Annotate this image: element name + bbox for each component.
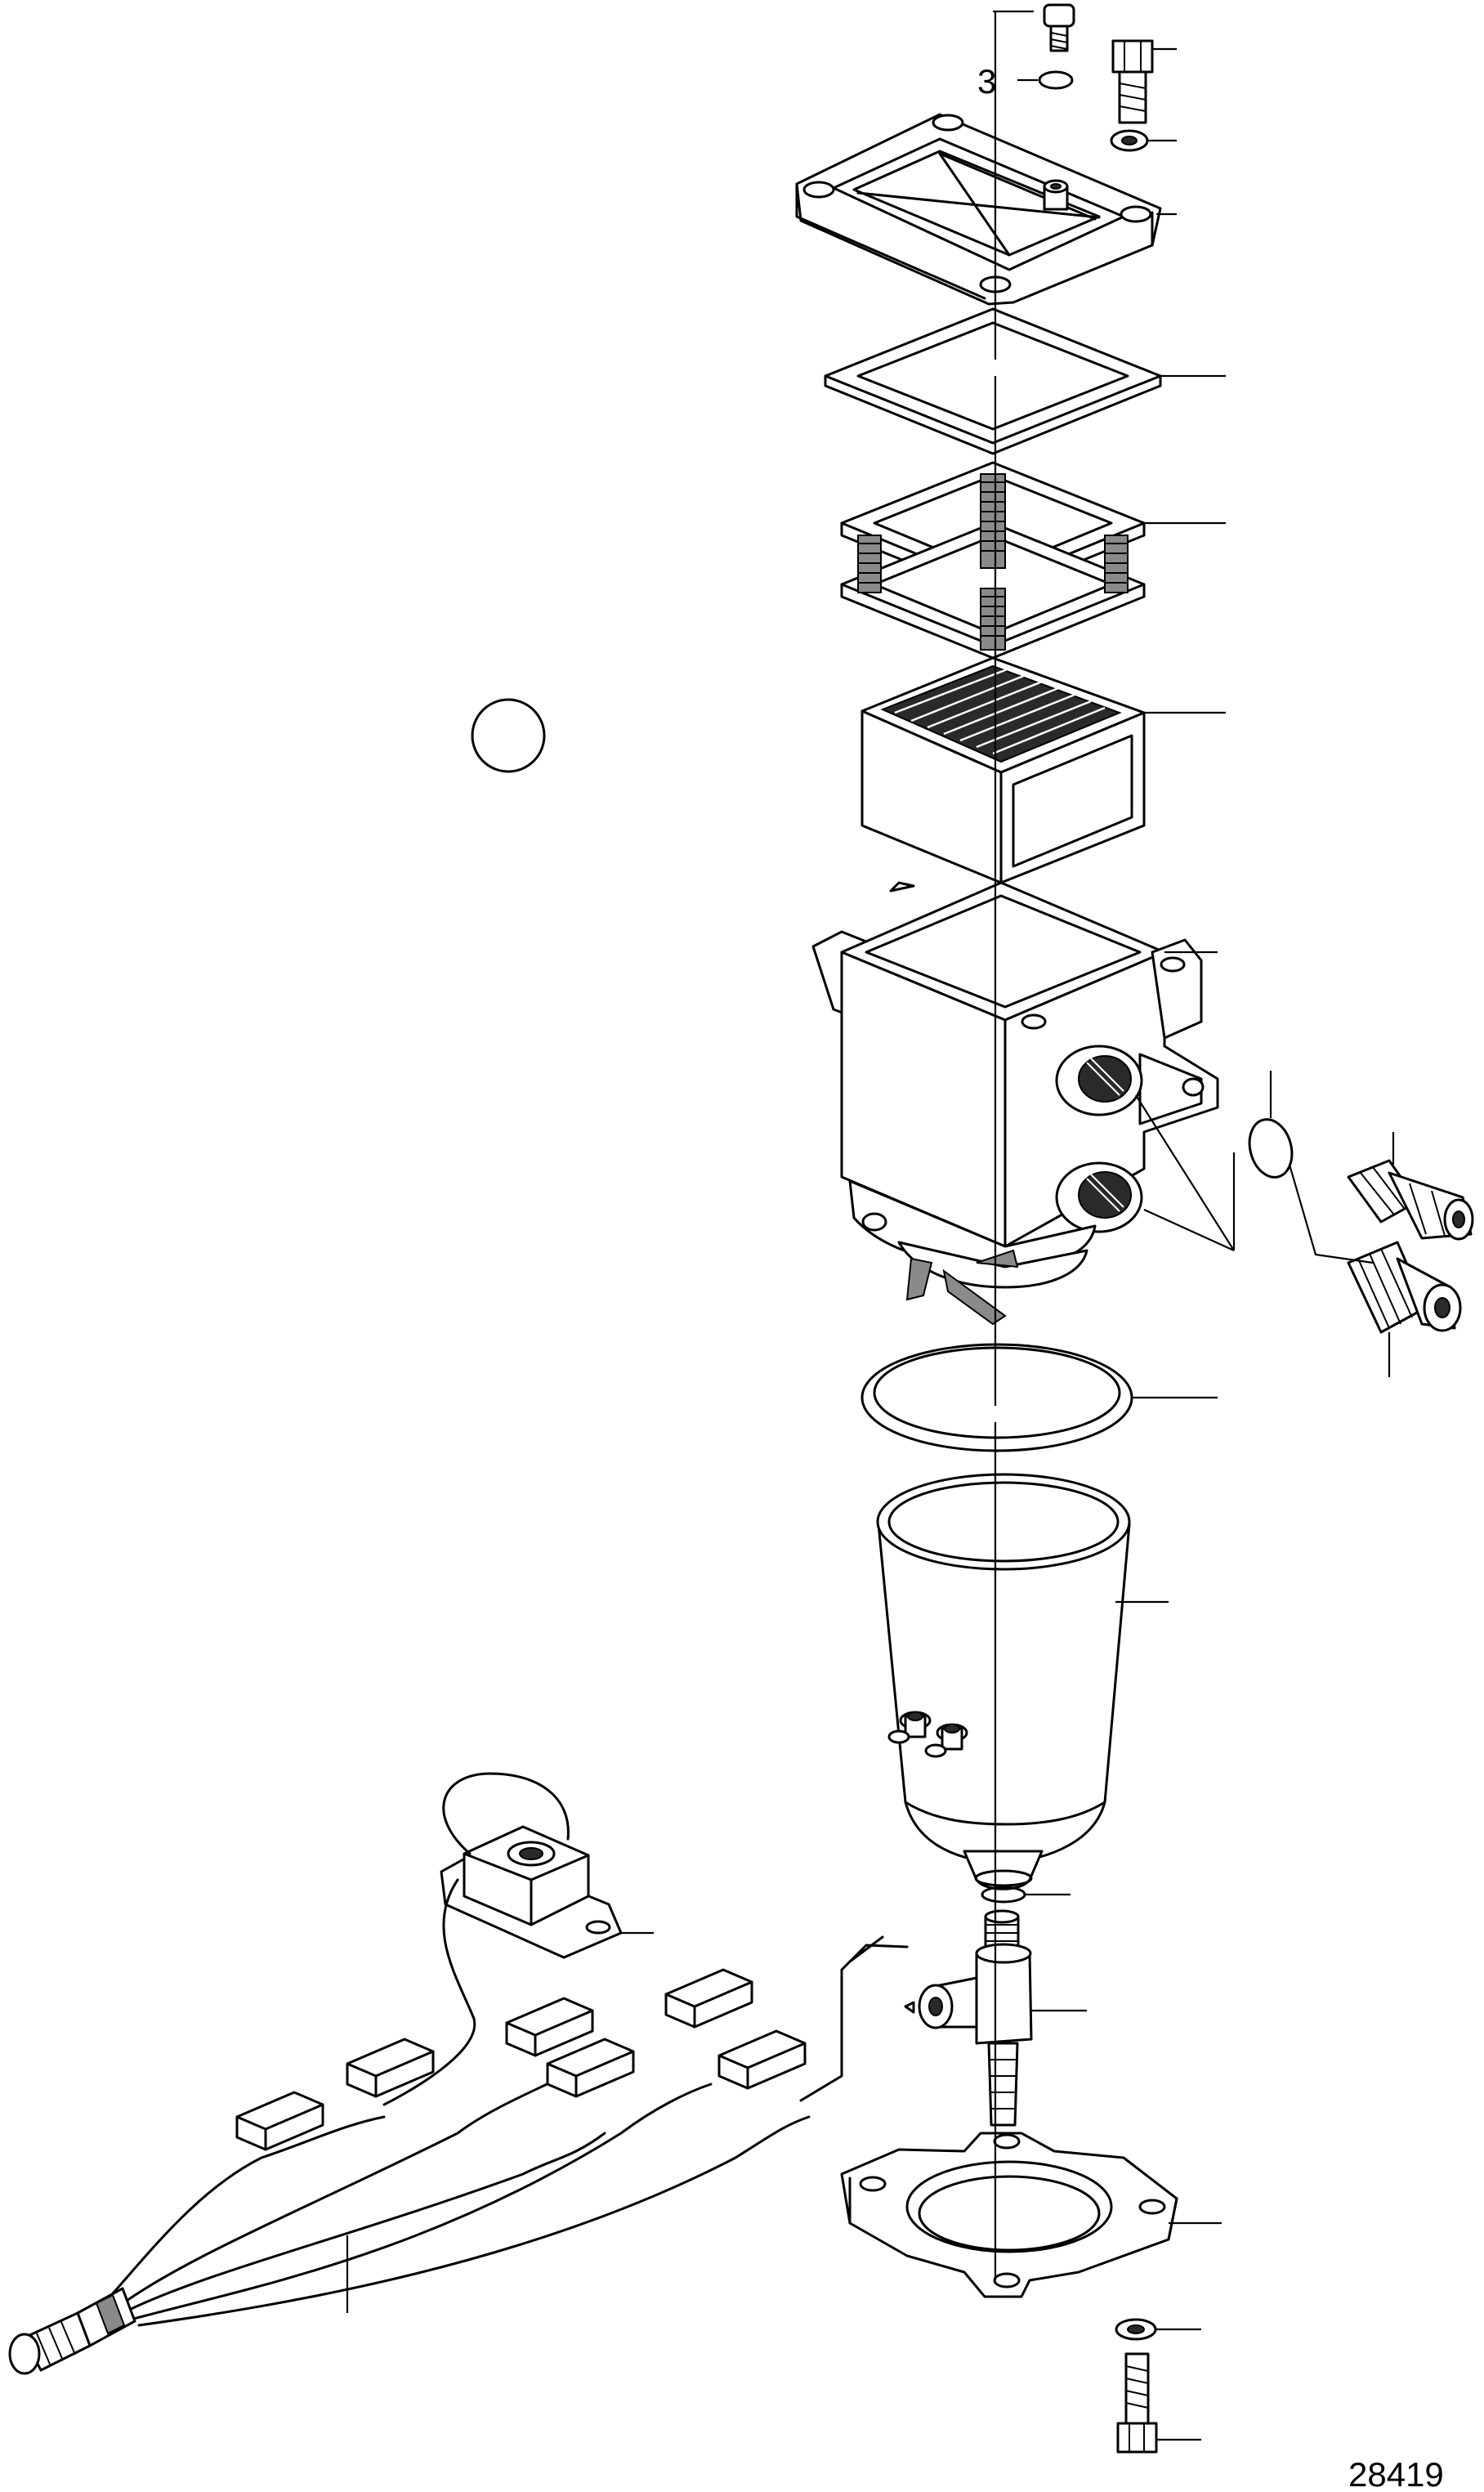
cover-screw	[1043, 3, 1075, 52]
bowl-o-ring	[860, 1343, 1133, 1452]
spring	[980, 588, 1006, 651]
small-o-ring	[1038, 70, 1074, 90]
bottom-washer	[1115, 2318, 1157, 2341]
filter-housing	[811, 881, 1219, 1326]
filter-pleats	[880, 664, 1122, 763]
figure-number: 28419	[1348, 2455, 1444, 2492]
separator-bowl	[876, 1473, 1131, 1890]
spring	[857, 535, 882, 593]
spring-retainer	[840, 461, 1146, 660]
drain-blades	[905, 1249, 1019, 1326]
water-sensor-unit	[440, 1825, 623, 1959]
bottom-bolt	[1116, 2352, 1158, 2454]
hex-bolt	[1111, 39, 1154, 124]
drain-valve	[904, 1909, 1033, 2127]
cover-gasket	[824, 307, 1162, 455]
spring	[1104, 535, 1129, 593]
spring	[980, 473, 1006, 569]
outlet-port	[1055, 1161, 1143, 1233]
filter-element	[860, 656, 1146, 884]
washer	[1110, 129, 1149, 152]
hose-nipple-lower	[1347, 1241, 1462, 1334]
wiring-harness	[8, 1772, 909, 2375]
filter-cover	[795, 113, 1162, 306]
mounting-flange	[840, 2132, 1178, 2298]
sensor-terminals	[887, 1711, 968, 1758]
leader-lines	[346, 10, 1395, 2441]
port-o-ring	[1248, 1118, 1294, 1179]
harness-plug	[8, 2287, 136, 2375]
inlet-port	[1055, 1045, 1143, 1116]
hose-nipple-upper	[1347, 1159, 1474, 1241]
callout-label-3: 3	[977, 62, 996, 101]
reference-circle	[471, 698, 546, 773]
